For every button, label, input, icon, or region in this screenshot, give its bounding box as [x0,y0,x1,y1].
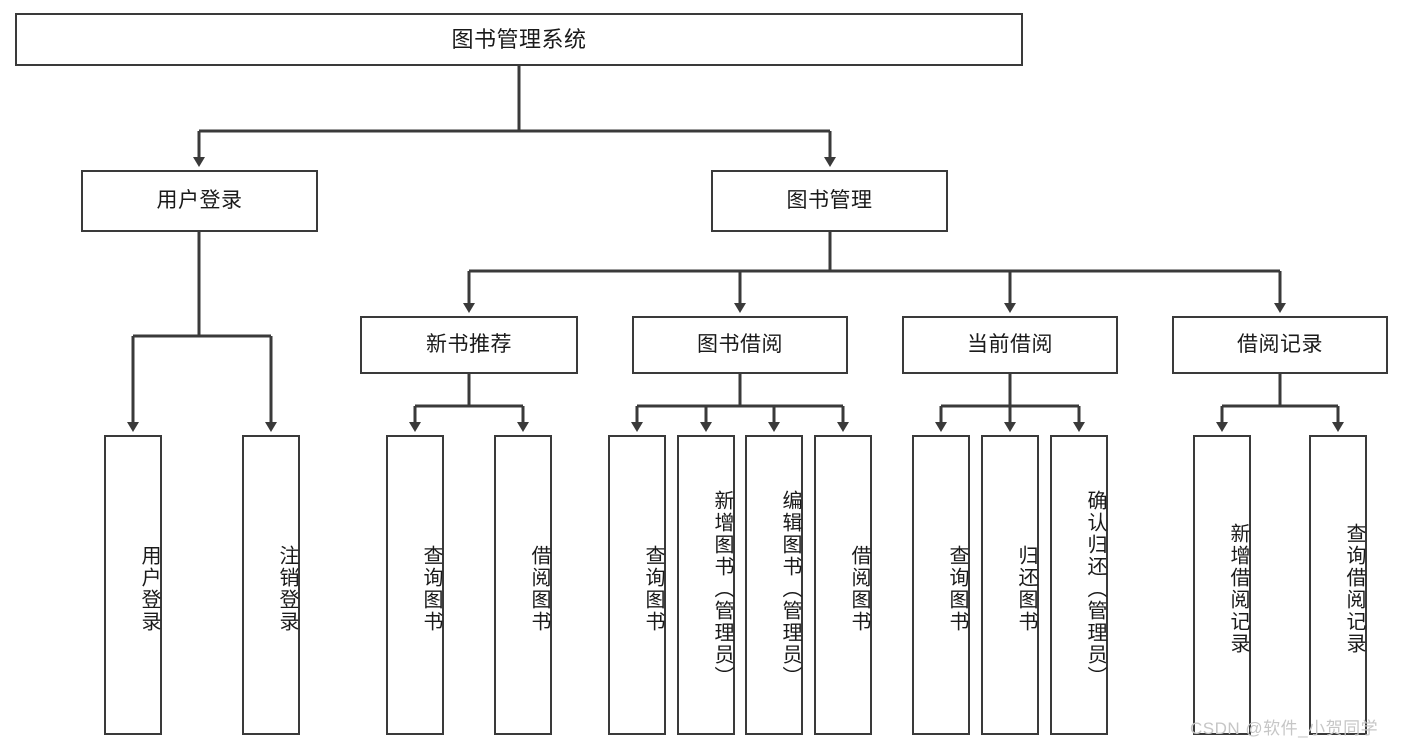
leaf-add-record-label: 新增借阅记录 [1227,523,1249,655]
leaf-confirm-return-label: 确认归还（管理员） [1084,490,1106,688]
leaf-query-book-2[interactable]: 查询图书 [608,435,666,735]
leaf-user-login[interactable]: 用户登录 [104,435,162,735]
leaf-add-record[interactable]: 新增借阅记录 [1193,435,1251,735]
node-current-borrow[interactable]: 当前借阅 [902,316,1118,374]
leaf-query-book-3-label: 查询图书 [946,545,968,633]
leaf-confirm-return[interactable]: 确认归还（管理员） [1050,435,1108,735]
leaf-borrow-book-2-label: 借阅图书 [848,545,870,633]
leaf-borrow-book-2[interactable]: 借阅图书 [814,435,872,735]
leaf-logout-label: 注销登录 [276,545,298,633]
leaf-return-book-label: 归还图书 [1015,545,1037,633]
node-borrow-record[interactable]: 借阅记录 [1172,316,1388,374]
leaf-query-record-label: 查询借阅记录 [1343,523,1365,655]
leaf-borrow-book-1[interactable]: 借阅图书 [494,435,552,735]
leaf-edit-book[interactable]: 编辑图书（管理员） [745,435,803,735]
leaf-query-book-1[interactable]: 查询图书 [386,435,444,735]
leaf-query-book-2-label: 查询图书 [642,545,664,633]
leaf-logout[interactable]: 注销登录 [242,435,300,735]
leaf-user-login-label: 用户登录 [138,545,160,633]
leaf-query-book-1-label: 查询图书 [420,545,442,633]
leaf-query-book-3[interactable]: 查询图书 [912,435,970,735]
leaf-add-book-label: 新增图书（管理员） [711,490,733,688]
csdn-watermark: CSDN @软件_小贺同学 [1190,719,1379,738]
leaf-add-book[interactable]: 新增图书（管理员） [677,435,735,735]
node-book-manage[interactable]: 图书管理 [711,170,948,232]
node-new-book-recommend[interactable]: 新书推荐 [360,316,578,374]
leaf-return-book[interactable]: 归还图书 [981,435,1039,735]
leaf-borrow-book-1-label: 借阅图书 [528,545,550,633]
node-user-login[interactable]: 用户登录 [81,170,318,232]
node-root[interactable]: 图书管理系统 [15,13,1023,66]
leaf-edit-book-label: 编辑图书（管理员） [779,490,801,688]
node-book-borrow[interactable]: 图书借阅 [632,316,848,374]
leaf-query-record[interactable]: 查询借阅记录 [1309,435,1367,735]
